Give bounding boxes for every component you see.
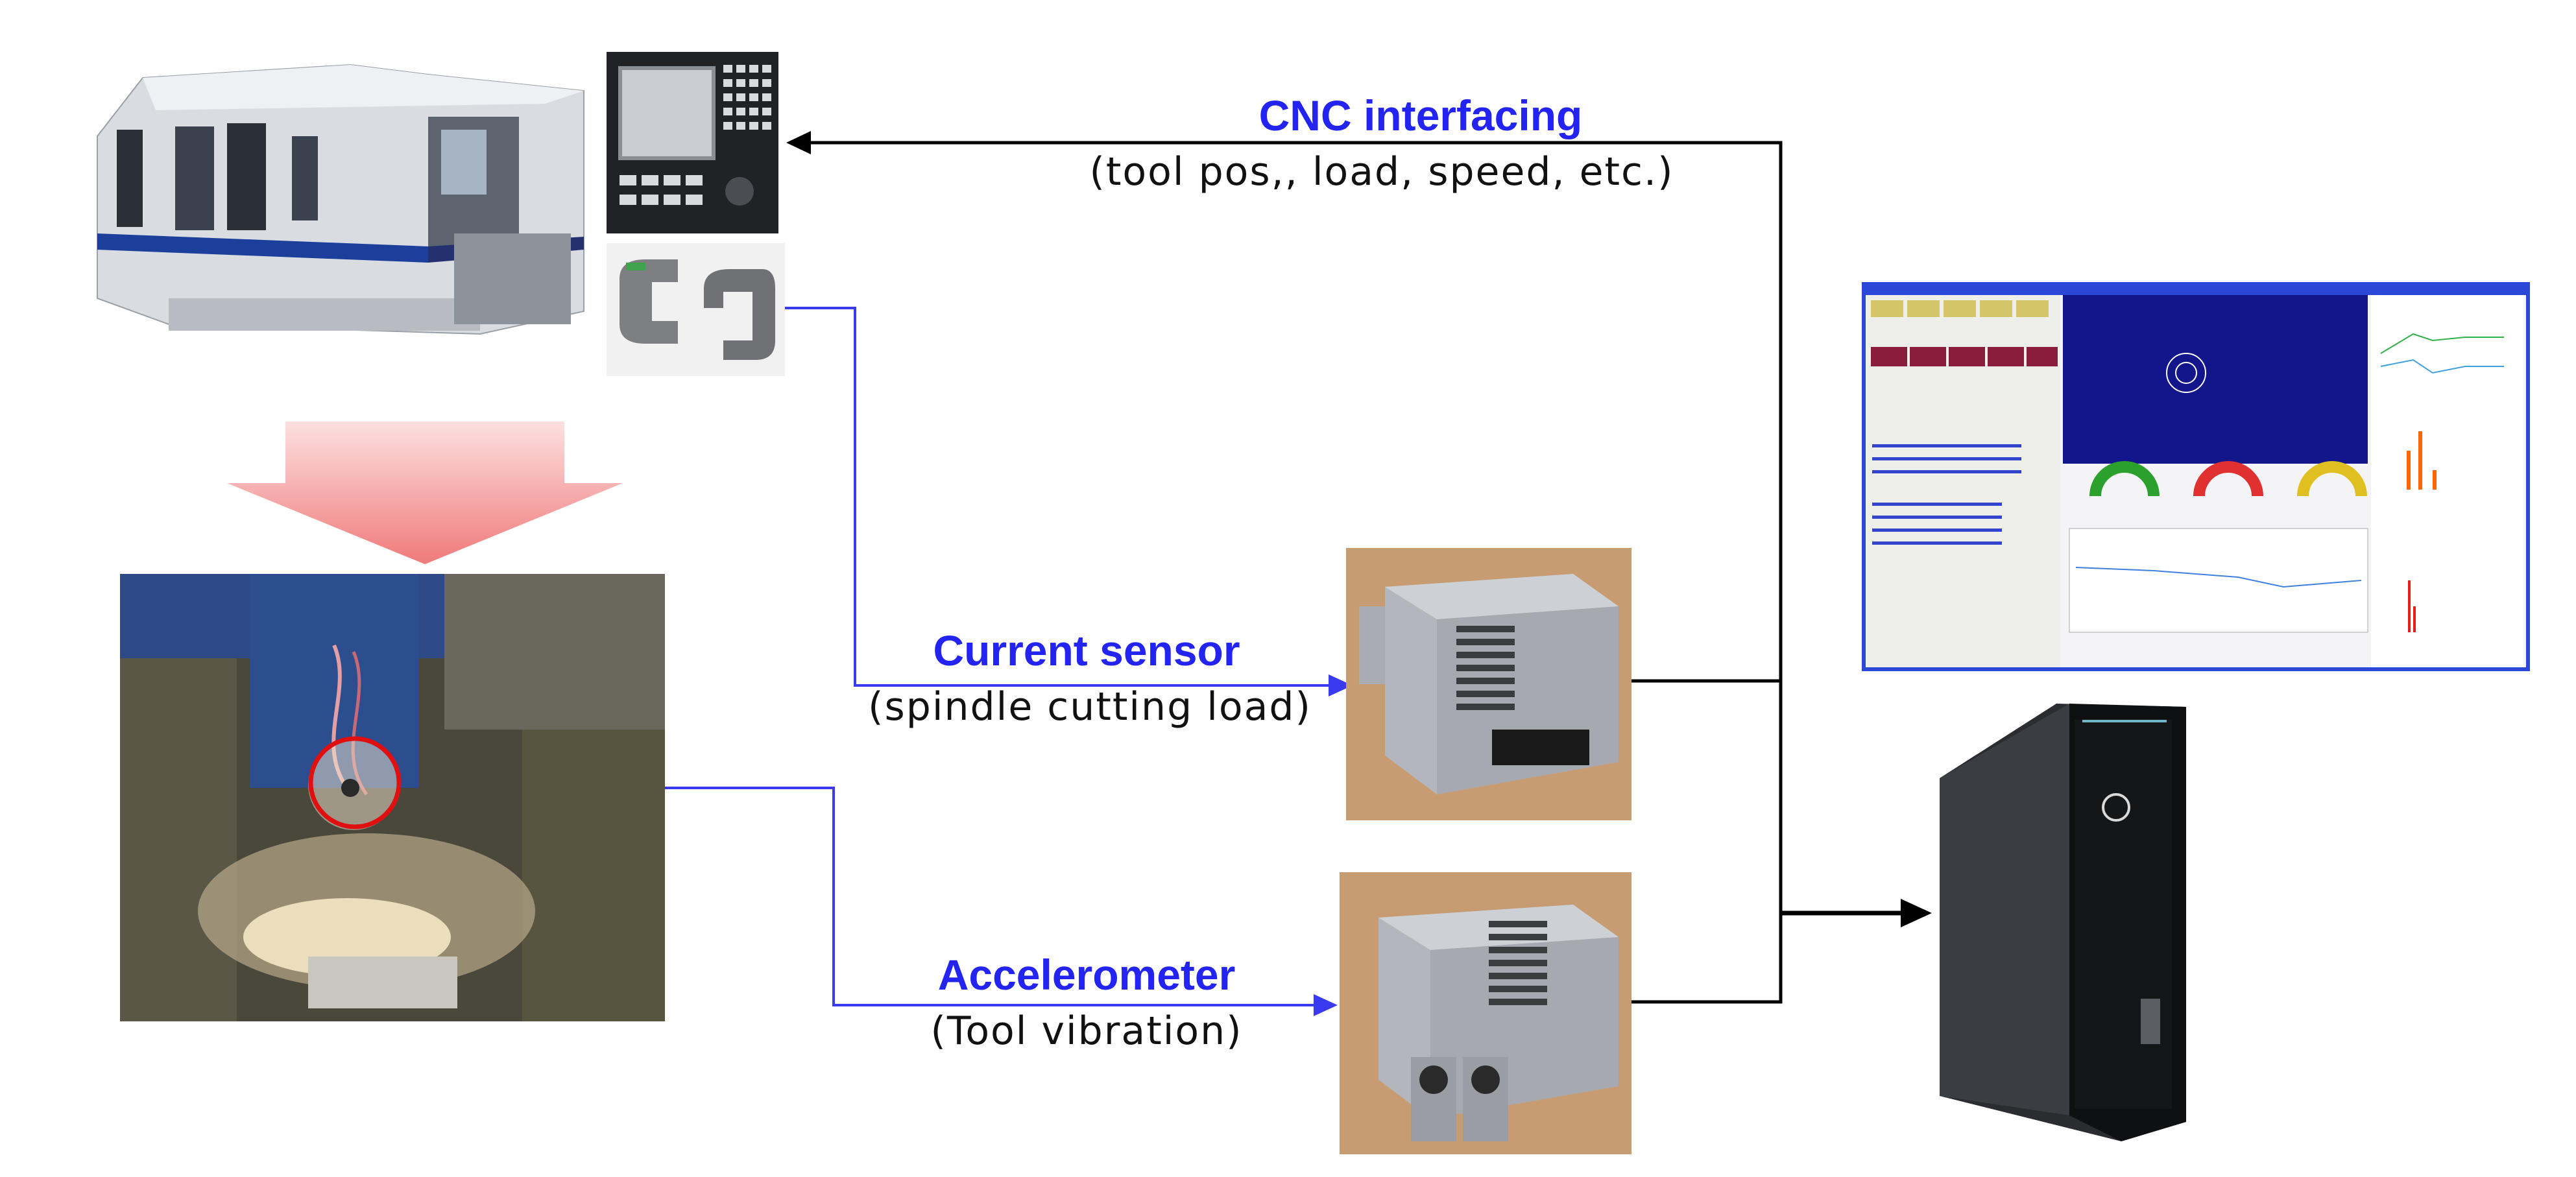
clamp-sensor-image xyxy=(607,243,785,376)
current-sensor-subtitle: (spindle cutting load) xyxy=(868,684,1312,730)
pc-tower-image xyxy=(1927,694,2199,1141)
cnc-line xyxy=(804,141,1783,678)
accelerometer-title: Accelerometer xyxy=(937,951,1236,999)
accel-arrowhead xyxy=(1314,994,1338,1016)
monitoring-screen-image xyxy=(1862,282,2530,671)
current-sensor-title: Current sensor xyxy=(933,626,1240,674)
highlight-circle xyxy=(308,736,402,829)
current-amplifier-image xyxy=(1346,548,1631,820)
current-line xyxy=(785,307,1333,687)
cnc-interfacing-title: CNC interfacing xyxy=(1258,91,1583,139)
accel-amplifier-image xyxy=(1340,872,1631,1154)
pc-arrowhead xyxy=(1901,899,1932,927)
cnc-controller-image xyxy=(607,52,778,233)
cnc-interfacing-subtitle: (tool pos,, load, speed, etc.) xyxy=(1089,149,1674,195)
current-arrowhead xyxy=(1329,674,1353,696)
cnc-machine-image xyxy=(91,39,603,340)
accelerometer-subtitle: (Tool vibration) xyxy=(930,1008,1243,1054)
amp2-output-line xyxy=(1631,678,1783,1004)
cnc-arrowhead xyxy=(786,131,811,154)
down-arrow xyxy=(227,422,623,564)
spindle-photo xyxy=(120,574,665,1021)
